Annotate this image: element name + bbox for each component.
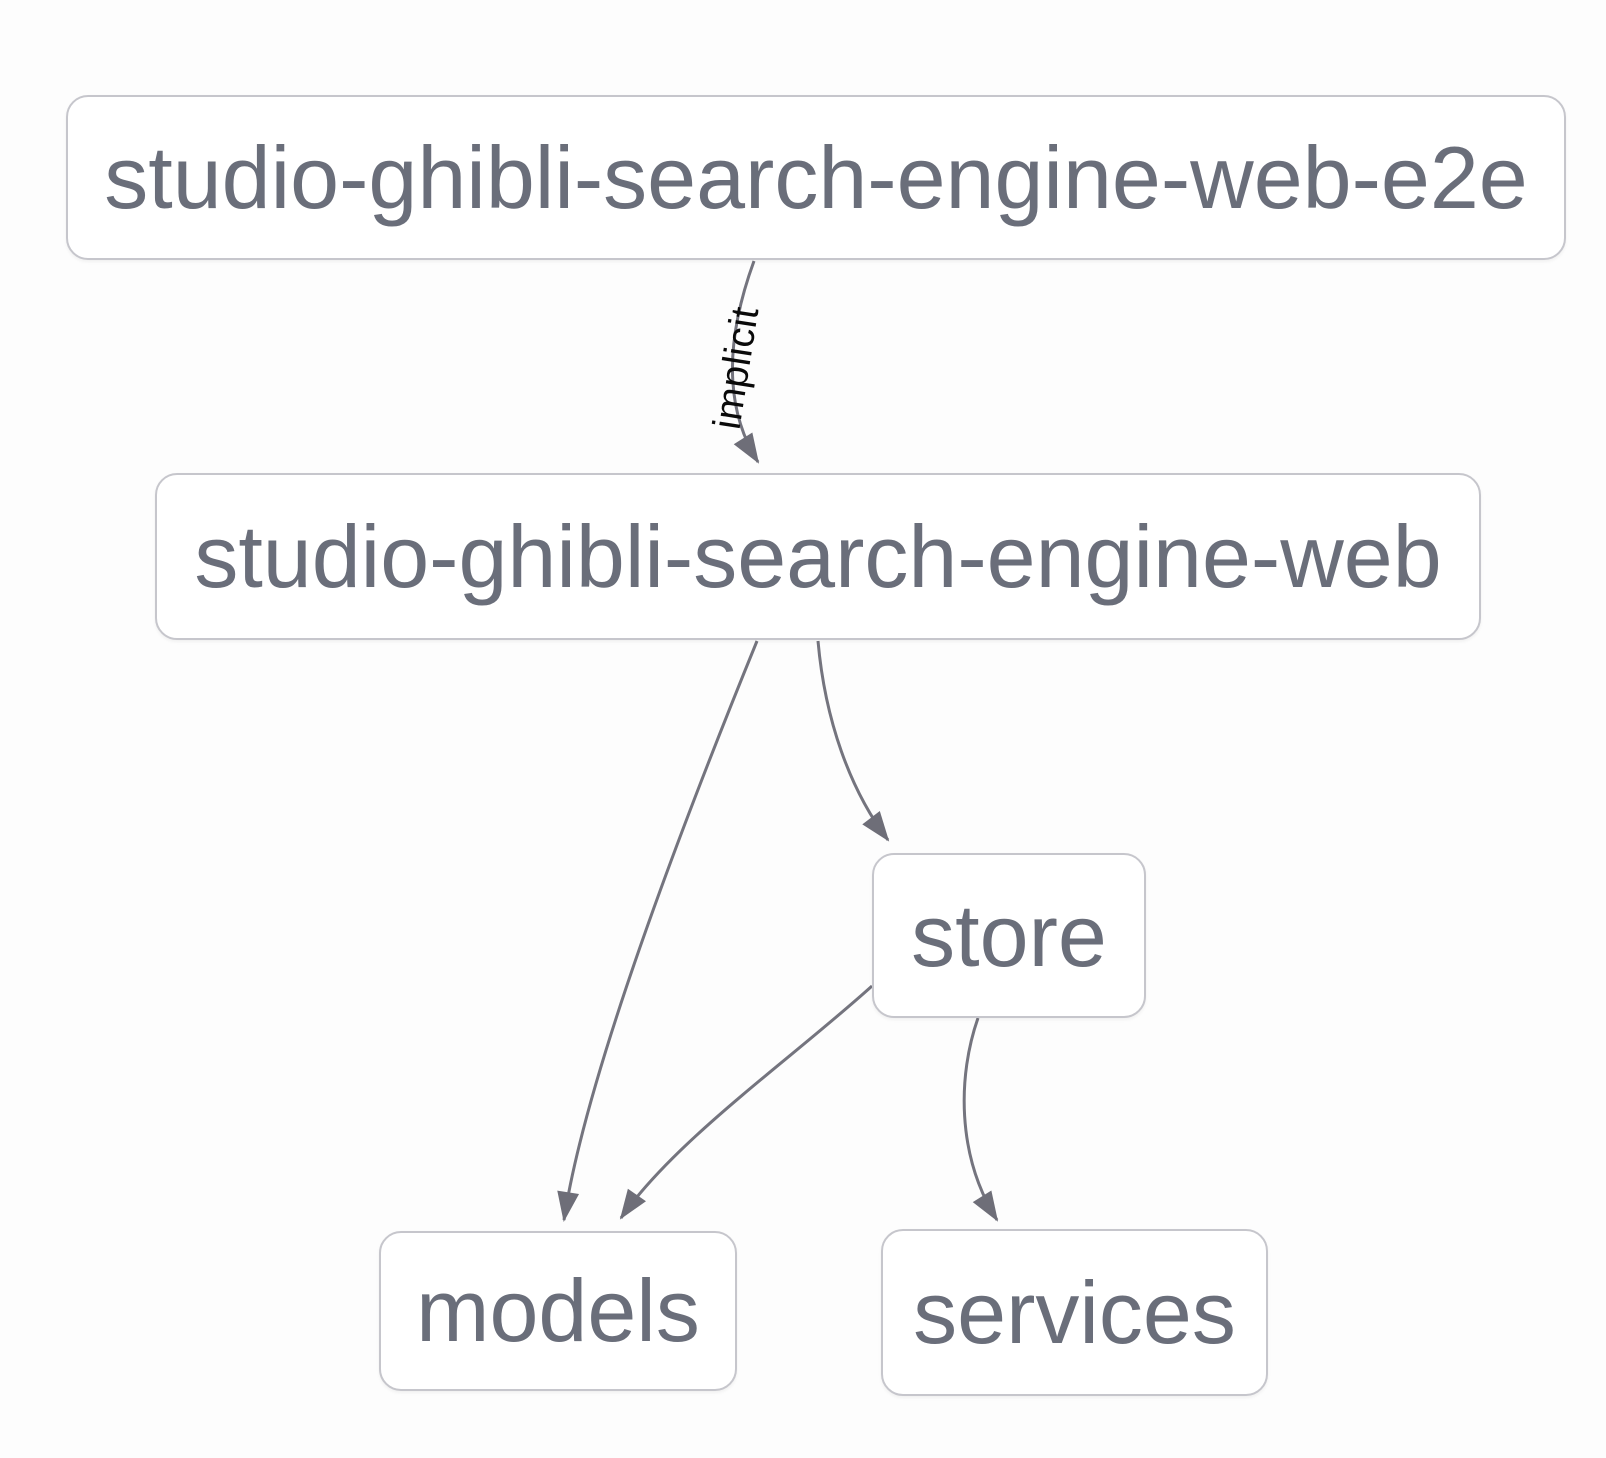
node-label: services (913, 1262, 1236, 1362)
node-label: studio-ghibli-search-engine-web-e2e (104, 127, 1528, 227)
edge-store-to-services (962, 1017, 999, 1222)
node-services[interactable]: services (881, 1229, 1268, 1396)
edge-store-to-models (619, 984, 874, 1220)
node-models[interactable]: models (379, 1231, 737, 1391)
node-label: models (416, 1261, 700, 1360)
node-label: studio-ghibli-search-engine-web (194, 506, 1442, 606)
edge-e2e-to-web (730, 260, 760, 464)
node-studio-ghibli-search-engine-web[interactable]: studio-ghibli-search-engine-web (155, 473, 1481, 640)
edge-web-to-store (816, 640, 890, 842)
node-label: store (911, 885, 1107, 985)
node-store[interactable]: store (872, 853, 1146, 1018)
edge-web-to-models (557, 640, 759, 1222)
node-studio-ghibli-search-engine-web-e2e[interactable]: studio-ghibli-search-engine-web-e2e (66, 95, 1566, 260)
